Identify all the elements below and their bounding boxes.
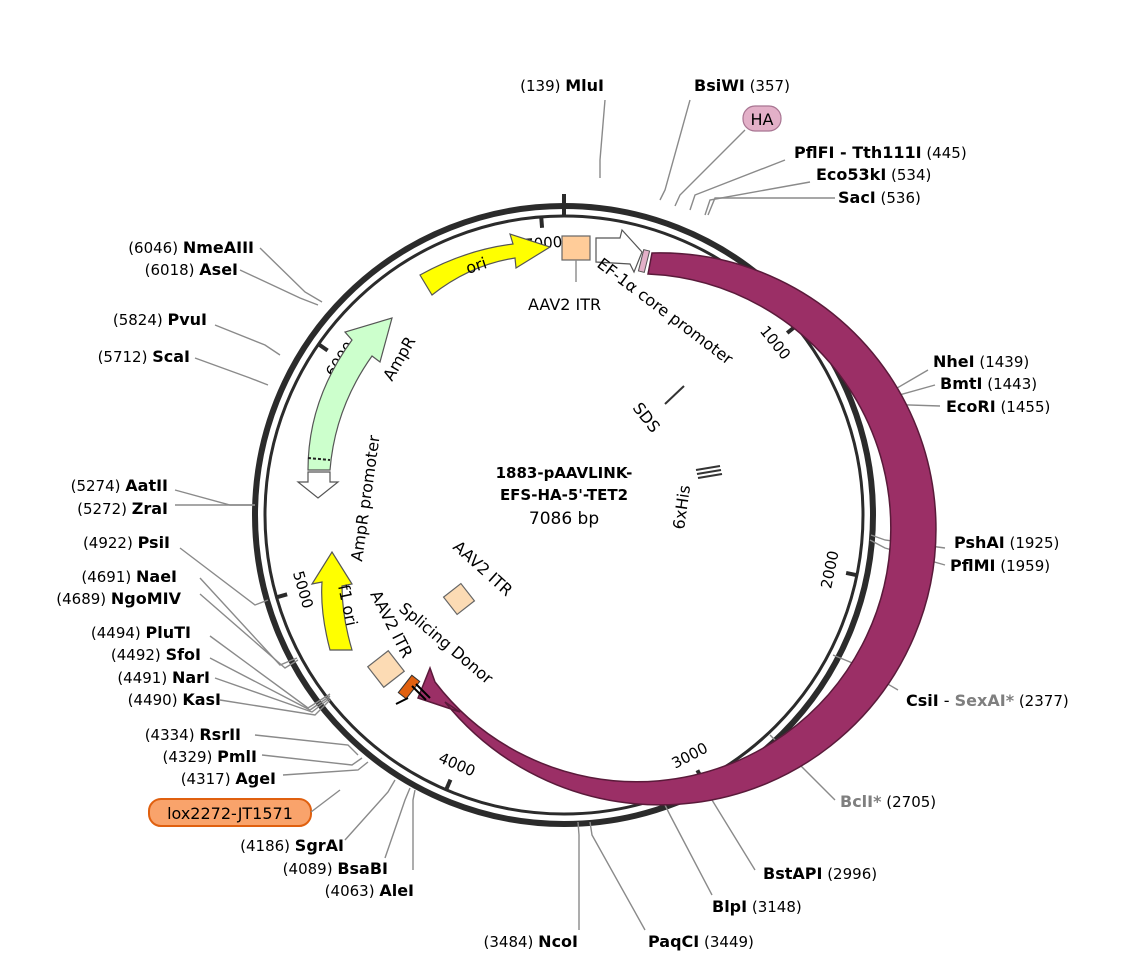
tick-label: 5000 [289, 569, 317, 611]
enzyme-label-paqci[interactable]: PaqCI (3449) [648, 932, 754, 951]
plasmid-name-line2: EFS-HA-5'-TET2 [500, 486, 628, 504]
enzyme-label-aatii[interactable]: (5274) AatII [71, 476, 168, 495]
enzyme-label-eco53ki[interactable]: Eco53kI (534) [816, 165, 931, 184]
tick-mark [317, 342, 329, 353]
enzyme-label-ecori[interactable]: EcoRI (1455) [946, 397, 1050, 416]
tick-label: 4000 [436, 749, 478, 781]
enzyme-label-ncoi[interactable]: (3484) NcoI [484, 932, 578, 951]
enzyme-label-rsrii[interactable]: (4334) RsrII [145, 725, 241, 744]
svg-text:lox2272-JT1571: lox2272-JT1571 [167, 804, 293, 823]
splice-donor-mark[interactable] [397, 674, 421, 700]
enzyme-label-nari[interactable]: (4491) NarI [117, 668, 210, 687]
ampr-arrow [307, 317, 393, 471]
enzyme-label-scai[interactable]: (5712) ScaI [98, 347, 190, 366]
enzyme-label-alei[interactable]: (4063) AleI [325, 881, 414, 900]
lox-label[interactable]: lox2272-JT1571 [148, 798, 312, 827]
enzyme-label-ngomiv[interactable]: (4689) NgoMIV [56, 589, 181, 608]
ef1a-arrow[interactable] [595, 228, 643, 274]
enzyme-label-saci[interactable]: SacI (536) [838, 188, 921, 207]
plasmid-size: 7086 bp [529, 509, 599, 529]
enzyme-labels: (139) MluI BsiWI (357) PflFI - Tth111I (44… [56, 76, 1068, 951]
aav2-itr-low-box[interactable] [366, 649, 406, 689]
enzyme-label-sfoi[interactable]: (4492) SfoI [111, 645, 201, 664]
ori-arrow [419, 233, 552, 296]
tick-mark [539, 216, 545, 228]
sds-label: SDS [629, 399, 664, 436]
enzyme-label-nmeaiii[interactable]: (6046) NmeAIII [128, 238, 254, 257]
f1-ori-arrow [310, 550, 353, 651]
ampr-promoter-arrow[interactable] [296, 471, 340, 499]
tet2-label: TET2 [770, 566, 806, 611]
enzyme-label-pvui[interactable]: (5824) PvuI [113, 310, 207, 329]
enzyme-label-csii[interactable]: CsiI - SexAI* (2377) [906, 691, 1069, 710]
tick-mark [444, 778, 453, 791]
aav2-itr-top-label: AAV2 ITR [528, 295, 601, 314]
aav2-itr-mid-box[interactable] [442, 582, 476, 616]
enzyme-label-bsiwi[interactable]: BsiWI (357) [694, 76, 790, 95]
enzyme-label-pmli[interactable]: (4329) PmlI [163, 747, 258, 766]
enzyme-label-mlui[interactable]: (139) MluI [520, 76, 604, 95]
svg-text:HA: HA [751, 110, 774, 129]
tick-mark [276, 592, 288, 600]
enzyme-label-psii[interactable]: (4922) PsiI [83, 533, 170, 552]
enzyme-label-blpi[interactable]: BlpI (3148) [712, 897, 802, 916]
enzyme-label-zrai[interactable]: (5272) ZraI [77, 499, 168, 518]
enzyme-label-sgrai[interactable]: (4186) SgrAI [240, 836, 344, 855]
feature-f1-ori[interactable]: f1 ori [310, 550, 361, 651]
enzyme-label-kasi[interactable]: (4490) KasI [128, 690, 221, 709]
enzyme-label-bstapi[interactable]: BstAPI (2996) [763, 864, 877, 883]
enzyme-label-bsabi[interactable]: (4089) BsaBI [283, 859, 388, 878]
feature-ori[interactable]: ori [419, 233, 552, 296]
tick-label: 3000 [669, 739, 711, 773]
enzyme-label-agei[interactable]: (4317) AgeI [181, 769, 276, 788]
enzyme-label-pflfitth111i[interactable]: PflFI - Tth111I (445) [794, 143, 967, 162]
ha-tag-label[interactable]: HA [742, 105, 782, 132]
his-label: 6xHis [669, 484, 694, 531]
ha-mark [637, 248, 651, 274]
ampr-promoter-label: AmpR promoter [347, 434, 384, 563]
tet2-arc [417, 252, 937, 806]
enzyme-label-asei[interactable]: (6018) AseI [145, 260, 238, 279]
enzyme-label-bmti[interactable]: BmtI (1443) [940, 374, 1037, 393]
enzyme-label-pshai[interactable]: PshAI (1925) [954, 533, 1059, 552]
tick-label: 2000 [817, 549, 842, 590]
enzyme-label-bcli[interactable]: BclI* (2705) [840, 792, 936, 811]
tick-label: 1000 [756, 322, 794, 363]
enzyme-label-nhei[interactable]: NheI (1439) [933, 352, 1029, 371]
enzyme-label-naei[interactable]: (4691) NaeI [81, 567, 177, 586]
enzyme-label-pluti[interactable]: (4494) PluTI [91, 623, 191, 642]
plasmid-name-line1: 1883-pAAVLINK- [496, 464, 633, 482]
tick-mark [845, 570, 858, 578]
enzyme-label-pflmi[interactable]: PflMI (1959) [950, 556, 1050, 575]
aav2-itr-top-box[interactable] [561, 235, 591, 261]
